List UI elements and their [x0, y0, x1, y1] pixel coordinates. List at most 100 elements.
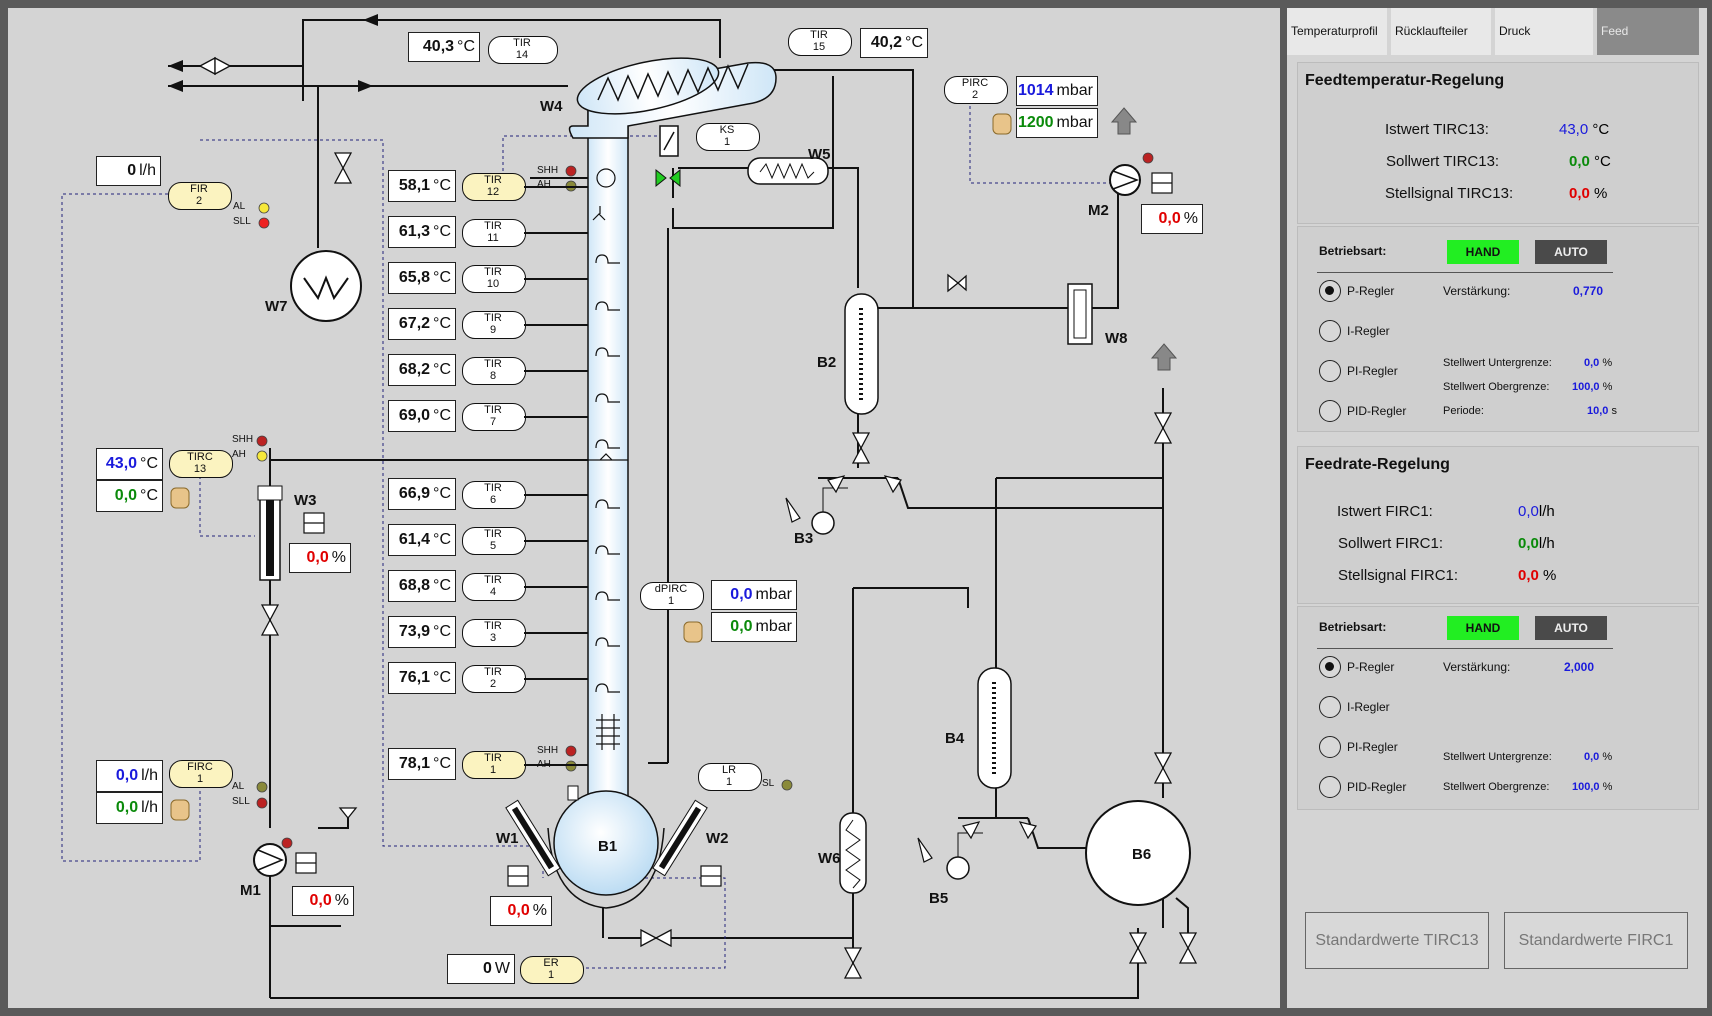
tir15-tag-name: TIR	[810, 29, 828, 41]
feedtemp-title: Feedtemperatur-Regelung	[1305, 72, 1505, 89]
label-B2: B2	[817, 354, 837, 371]
m1-output[interactable]: 0,0%	[292, 886, 354, 916]
standardwerte-tirc13-button[interactable]: Standardwerte TIRC13	[1305, 912, 1489, 969]
feedrate-radio-p[interactable]	[1319, 656, 1341, 678]
tir6-tag-num: 6	[489, 494, 497, 506]
tir4-tag[interactable]	[462, 573, 526, 601]
pirc2-tag-num: 2	[971, 89, 979, 101]
feedtemp-radio-pi[interactable]	[1319, 360, 1341, 382]
feedtemp-verstaerkung-label: Verstärkung:	[1443, 284, 1511, 298]
tir5-value: 61,4°C	[388, 524, 456, 556]
w3-output[interactable]: 0,0%	[289, 543, 351, 573]
tir12-sensor-line	[524, 186, 588, 188]
dpirc1-tag[interactable]	[640, 582, 704, 610]
firc1-al-label: AL	[232, 781, 245, 792]
tirc13-tag[interactable]	[169, 450, 233, 478]
ks1-tag-num: 1	[723, 136, 731, 148]
tir1-tag-name: TIR	[484, 752, 502, 764]
tab-feed[interactable]: Feed	[1597, 8, 1699, 55]
m2-output[interactable]: 0,0%	[1141, 204, 1203, 234]
ks1-tag[interactable]	[696, 123, 760, 151]
tir6-sensor-line	[524, 494, 588, 496]
tir11-tag[interactable]	[462, 219, 526, 247]
tir14-tag-name: TIR	[513, 37, 531, 49]
feedrate-obergrenze-label: Stellwert Obergrenze:	[1443, 781, 1550, 793]
tir2-sensor-line	[524, 678, 588, 680]
er1-tag[interactable]	[520, 956, 584, 984]
feedtemp-sollwert-label: Sollwert TIRC13:	[1386, 153, 1500, 170]
tir14-tag[interactable]	[488, 36, 558, 64]
tab-druck[interactable]: Druck	[1495, 8, 1593, 55]
tirc13-setpoint[interactable]: 0,0°C	[96, 480, 163, 512]
tir2-tag[interactable]	[462, 665, 526, 693]
piping-drawing	[61, 14, 1198, 999]
firc1-tag-num: 1	[196, 773, 204, 785]
feedrate-radio-i[interactable]	[1319, 696, 1341, 718]
label-W7: W7	[265, 298, 288, 315]
label-M1: M1	[240, 882, 261, 899]
feedtemp-radio-p[interactable]	[1319, 280, 1341, 302]
fir2-al-label: AL	[233, 201, 246, 212]
tir5-tag-num: 5	[489, 540, 497, 552]
feedtemp-periode[interactable]: 10,0 s	[1587, 405, 1617, 417]
fir2-tag[interactable]	[168, 182, 232, 210]
feedrate-radio-pi[interactable]	[1319, 736, 1341, 758]
tir15-tag-num: 15	[812, 41, 826, 53]
tir12-tag-num: 12	[486, 186, 500, 198]
feedtemp-radio-i[interactable]	[1319, 320, 1341, 342]
standardwerte-firc1-button[interactable]: Standardwerte FIRC1	[1504, 912, 1688, 969]
feedrate-hand-button[interactable]: HAND	[1447, 616, 1519, 640]
feedrate-stell[interactable]: 0,0 %	[1518, 567, 1557, 584]
tir10-tag-name: TIR	[484, 266, 502, 278]
feedrate-untergrenze[interactable]: 0,0 %	[1584, 751, 1613, 763]
tir2-value: 76,1°C	[388, 662, 456, 694]
feedrate-radio-pid[interactable]	[1319, 776, 1341, 798]
feedrate-sollwert-label: Sollwert FIRC1:	[1338, 535, 1444, 552]
pirc2-tag[interactable]	[944, 76, 1008, 104]
feedtemp-auto-button[interactable]: AUTO	[1535, 240, 1607, 264]
tir11-value: 61,3°C	[388, 216, 456, 248]
feedrate-untergrenze-label: Stellwert Untergrenze:	[1443, 751, 1552, 763]
feedtemp-stell[interactable]: 0,0 %	[1569, 185, 1608, 202]
tab-temperaturprofil[interactable]: Temperaturprofil	[1287, 8, 1387, 55]
feedtemp-untergrenze[interactable]: 0,0 %	[1584, 357, 1613, 369]
tir4-sensor-line	[524, 586, 588, 588]
feedtemp-verstaerkung-value[interactable]: 0,770	[1573, 284, 1604, 298]
tir9-tag[interactable]	[462, 311, 526, 339]
ks1-tag-name: KS	[719, 124, 735, 136]
feedtemp-radio-pid[interactable]	[1319, 400, 1341, 422]
tir1-tag[interactable]	[462, 751, 526, 779]
tir10-sensor-line	[524, 278, 588, 280]
feedrate-obergrenze[interactable]: 100,0 %	[1572, 781, 1613, 793]
feedrate-verstaerkung-value[interactable]: 2,000	[1564, 660, 1595, 674]
lr1-tag[interactable]	[698, 763, 762, 791]
tir2-tag-name: TIR	[484, 666, 502, 678]
firc1-tag[interactable]	[169, 760, 233, 788]
tir7-tag[interactable]	[462, 403, 526, 431]
tir4-tag-name: TIR	[484, 574, 502, 586]
tir8-value: 68,2°C	[388, 354, 456, 386]
tir8-tag[interactable]	[462, 357, 526, 385]
feedtemp-hand-button[interactable]: HAND	[1447, 240, 1519, 264]
feedrate-sollwert[interactable]: 0,0l/h	[1518, 535, 1555, 552]
tir12-tag[interactable]	[462, 173, 526, 201]
firc1-sll-label: SLL	[232, 796, 250, 807]
heater-output[interactable]: 0,0%	[490, 896, 552, 926]
tir1-shh-label: SHH	[537, 745, 559, 756]
feedtemp-obergrenze[interactable]: 100,0 %	[1572, 381, 1613, 393]
label-W6: W6	[818, 850, 841, 867]
tir12-tag-name: TIR	[484, 174, 502, 186]
tir12-shh-label: SHH	[537, 165, 559, 176]
feedrate-auto-button[interactable]: AUTO	[1535, 616, 1607, 640]
tir15-tag[interactable]	[788, 28, 852, 56]
tab-ruecklaufteiler[interactable]: Rücklaufteiler	[1391, 8, 1491, 55]
tir6-tag[interactable]	[462, 481, 526, 509]
feedtemp-sollwert[interactable]: 0,0 °C	[1569, 153, 1611, 170]
tir11-tag-num: 11	[487, 232, 499, 244]
